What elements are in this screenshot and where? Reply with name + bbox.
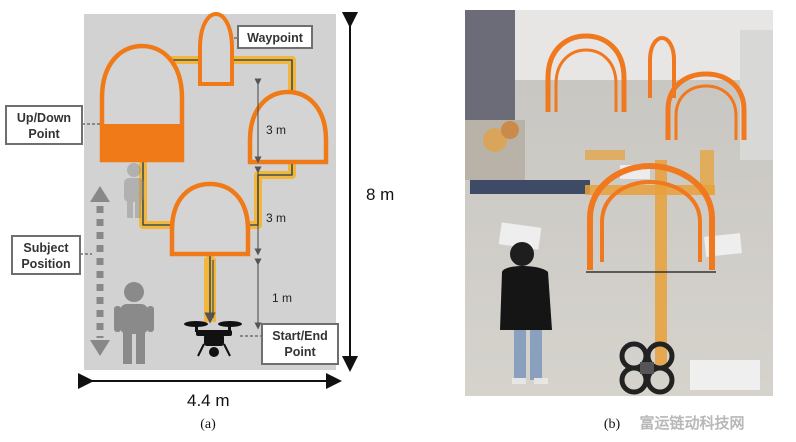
- dim-label-3m-middle: 3 m: [266, 211, 286, 225]
- subject-person-icon: [114, 282, 154, 364]
- dim-label-8m: 8 m: [366, 185, 394, 204]
- subject-ghost-icon: [124, 163, 144, 218]
- photo-person: [500, 242, 552, 384]
- callout-start-end: Start/End Point: [240, 323, 339, 365]
- drone-icon: [184, 321, 242, 357]
- dim-gate-spacing-upper: 3 m: [254, 78, 286, 164]
- gate-up-down-lower: [102, 124, 182, 162]
- dim-label-4-4m: 4.4 m: [187, 391, 230, 410]
- dim-label-1m: 1 m: [272, 291, 292, 305]
- callout-up-down-line2: Point: [28, 127, 60, 141]
- gate-waypoint: [198, 11, 234, 86]
- caption-a: (a): [200, 417, 216, 432]
- callout-subject: Subject Position: [11, 235, 92, 275]
- dim-takeoff: 1 m: [254, 258, 292, 330]
- photo-gate-back-mid: [648, 35, 676, 98]
- callout-waypoint-label: Waypoint: [247, 31, 304, 45]
- photo-gate-back-right: [665, 71, 747, 140]
- callout-up-down: Up/Down Point: [5, 105, 102, 145]
- caption-b: (b): [604, 417, 621, 432]
- subject-range-arrow: [90, 186, 110, 356]
- callout-up-down-line1: Up/Down: [17, 111, 71, 125]
- gate-center: [169, 181, 251, 257]
- photo-gate-back-left: [545, 33, 627, 112]
- gate-right: [247, 89, 329, 165]
- callout-waypoint: Waypoint: [234, 25, 313, 49]
- panel-a: 3 m 3 m 1 m 8 m 4.4 m Waypoint: [5, 11, 394, 432]
- callout-subject-line1: Subject: [23, 241, 69, 255]
- dim-total-height: 8 m: [342, 12, 394, 372]
- callout-subject-line2: Position: [21, 257, 70, 271]
- dim-gate-spacing-middle: 3 m: [254, 166, 286, 256]
- photo-gate-front: [587, 162, 715, 270]
- panel-b-photo: (b): [465, 10, 773, 432]
- dim-label-3m-upper: 3 m: [266, 123, 286, 137]
- photo-drone: [619, 341, 675, 395]
- callout-start-end-line1: Start/End: [272, 329, 328, 343]
- dim-total-width: 4.4 m: [78, 373, 342, 410]
- watermark-text: 富运链动科技网: [639, 414, 744, 432]
- callout-start-end-line2: Point: [284, 345, 316, 359]
